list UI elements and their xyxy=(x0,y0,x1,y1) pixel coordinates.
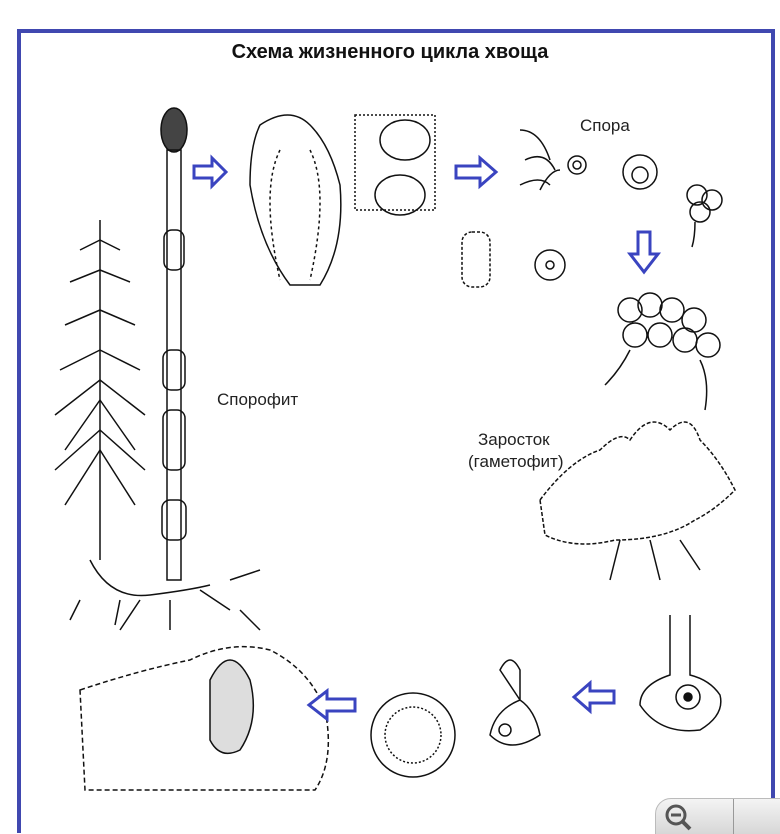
arrow-left-icon xyxy=(571,679,616,715)
arrow-left-icon xyxy=(306,687,357,723)
embryo xyxy=(370,692,456,778)
arrow-right-icon xyxy=(192,154,229,190)
diagram-title: Схема жизненного цикла хвоща xyxy=(231,41,549,63)
gametophyte-label-line1: Заросток xyxy=(478,430,550,449)
cycle-arrows xyxy=(192,154,662,723)
diagram-frame xyxy=(17,29,775,833)
archegonium xyxy=(489,615,722,746)
strobilus-section xyxy=(249,114,342,286)
spore-label: Спора xyxy=(580,116,630,135)
gametophyte xyxy=(539,421,736,545)
arrow-right-icon xyxy=(454,154,499,190)
young-sporophyte xyxy=(79,645,330,791)
spores xyxy=(461,129,723,288)
fertile-shoot xyxy=(160,107,188,581)
vegetative-shoot xyxy=(54,220,261,631)
zoom-separator xyxy=(733,799,734,834)
arrow-down-icon xyxy=(626,230,662,275)
germinating-spore xyxy=(604,292,721,411)
zoom-control xyxy=(655,798,780,834)
sporophyte-label: Спорофит xyxy=(217,390,299,409)
gametophyte-label-line2: (гаметофит) xyxy=(468,452,564,471)
zoom-out-icon[interactable] xyxy=(656,799,696,834)
sporangium xyxy=(354,114,436,216)
